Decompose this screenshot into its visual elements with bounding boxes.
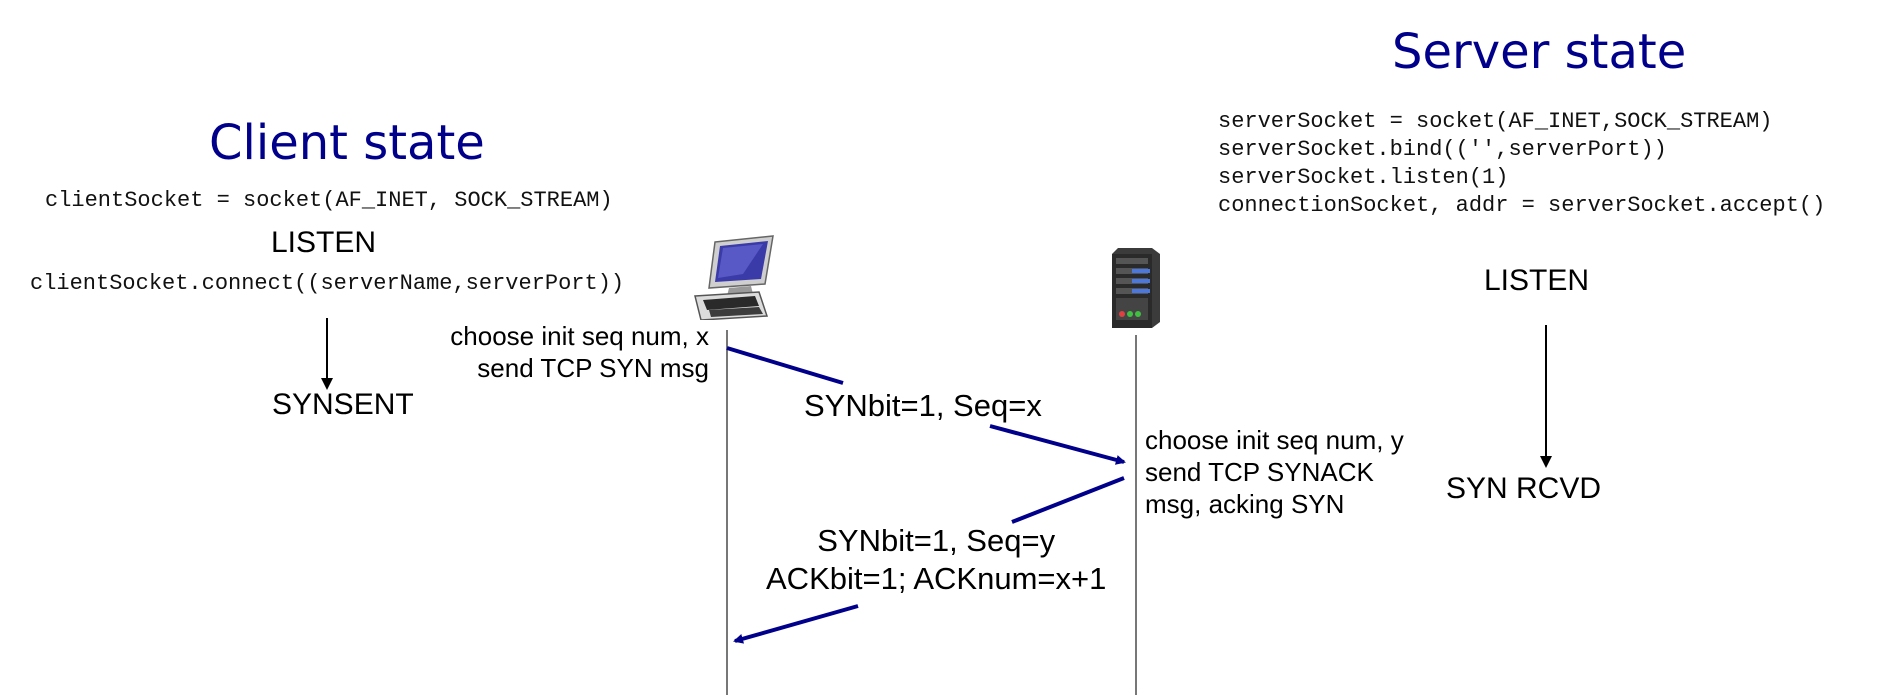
server-state-title: Server state xyxy=(1392,24,1687,80)
client-state-synsent: SYNSENT xyxy=(272,388,414,421)
client-note-line1: choose init seq num, x xyxy=(450,321,709,351)
server-tower-icon xyxy=(1112,248,1160,328)
server-code-line: serverSocket.listen(1) xyxy=(1218,165,1509,190)
client-note-line2: send TCP SYN msg xyxy=(477,353,709,383)
client-socket-code: clientSocket = socket(AF_INET, SOCK_STRE… xyxy=(45,188,613,213)
server-note-line2: send TCP SYNACK xyxy=(1145,457,1374,487)
client-connect-code: clientSocket.connect((serverName,serverP… xyxy=(30,271,625,296)
client-state-title: Client state xyxy=(209,115,485,171)
syn-message-label: SYNbit=1, Seq=x xyxy=(804,388,1042,423)
server-code-line: serverSocket.bind(('',serverPort)) xyxy=(1218,137,1667,162)
server-state-synrcvd: SYN RCVD xyxy=(1446,472,1602,505)
synack-arrow-part2 xyxy=(733,604,859,644)
server-note-line1: choose init seq num, y xyxy=(1145,425,1404,455)
synack-label-line1: SYNbit=1, Seq=y xyxy=(817,523,1056,558)
desktop-computer-icon xyxy=(694,235,774,320)
server-action-note: choose init seq num, y send TCP SYNACK m… xyxy=(1145,424,1404,520)
server-state-listen: LISTEN xyxy=(1484,264,1590,297)
server-code-line: connectionSocket, addr = serverSocket.ac… xyxy=(1218,193,1826,218)
server-code-block: serverSocket = socket(AF_INET,SOCK_STREA… xyxy=(1218,108,1825,220)
synack-message-label: SYNbit=1, Seq=y ACKbit=1; ACKnum=x+1 xyxy=(766,522,1106,598)
synack-label-line2: ACKbit=1; ACKnum=x+1 xyxy=(766,561,1107,596)
server-code-line: serverSocket = socket(AF_INET,SOCK_STREA… xyxy=(1218,109,1773,134)
client-state-listen: LISTEN xyxy=(271,226,377,259)
client-action-note: choose init seq num, x send TCP SYN msg xyxy=(450,320,709,384)
syn-arrow-part2 xyxy=(989,424,1126,465)
synack-arrow-part1 xyxy=(1011,476,1125,524)
server-note-line3: msg, acking SYN xyxy=(1145,489,1345,519)
syn-arrow-part1 xyxy=(726,346,844,385)
